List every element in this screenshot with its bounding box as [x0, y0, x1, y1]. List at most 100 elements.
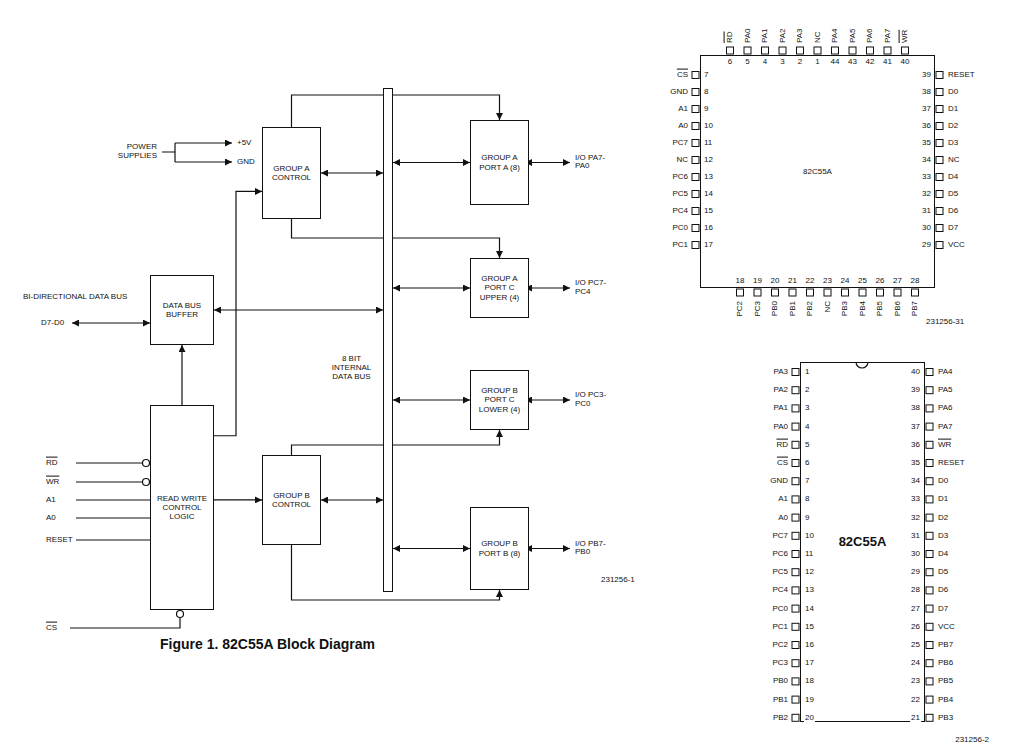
pin-number: 20	[770, 277, 781, 286]
pin-name: PB7	[911, 300, 920, 317]
pin-square	[936, 191, 943, 198]
pin-number: 23	[910, 677, 921, 686]
pin-number: 26	[910, 622, 921, 631]
pin-number: 2	[804, 386, 810, 395]
pin-number: 5	[744, 58, 750, 67]
pin-square	[926, 569, 933, 576]
pin-name: PA3	[772, 368, 789, 377]
port-block: GROUP B PORT C LOWER (4)	[470, 370, 529, 430]
pin-square	[744, 47, 751, 54]
pin-number: 21	[910, 713, 921, 722]
signal-name: WR	[45, 478, 60, 487]
pin-name: PC1	[671, 241, 689, 250]
pin-square	[727, 47, 734, 54]
pin-number: 10	[703, 122, 714, 131]
pin-name: D7	[937, 604, 949, 613]
pin-number: 25	[910, 641, 921, 650]
pin-square	[926, 514, 933, 521]
pin-name: PC3	[753, 300, 762, 318]
block-label: READ WRITE CONTROL LOGIC	[151, 494, 213, 522]
pin-number: 34	[910, 477, 921, 486]
pin-name: PB4	[858, 300, 867, 317]
pin-number: 7	[703, 71, 709, 80]
pin-number: 31	[921, 207, 932, 216]
pin-square	[779, 47, 786, 54]
pin-number: 33	[921, 173, 932, 182]
port-io-label: I/O PC7-PC4	[574, 279, 620, 297]
block-label: 8 BIT INTERNAL DATA BUS	[324, 354, 379, 382]
pin-name: PB6	[937, 659, 954, 668]
pin-name: PB3	[841, 300, 850, 317]
pin-square	[926, 623, 933, 630]
pin-name: PC3	[771, 659, 789, 668]
pin-name: PA2	[778, 27, 787, 44]
pin-square	[692, 157, 699, 164]
power-wire	[175, 161, 232, 162]
pin-name: PC0	[771, 604, 789, 613]
pin-square	[936, 174, 943, 181]
pin-square	[807, 289, 814, 296]
signal-name: RESET	[45, 536, 74, 545]
pin-name: VCC	[947, 241, 966, 250]
pin-number: 2	[797, 58, 803, 67]
bus-connector	[321, 172, 383, 173]
signal-name: A1	[45, 496, 57, 505]
pin-square	[792, 696, 799, 703]
pin-number: 27	[892, 277, 903, 286]
pin-name: PC0	[671, 224, 689, 233]
bus-connector	[292, 430, 500, 455]
pin-number: 29	[921, 241, 932, 250]
pin-name: D2	[947, 122, 959, 131]
pin-square	[926, 714, 933, 721]
power-label: POWER SUPPLIES	[106, 143, 158, 161]
pin-name: PB0	[771, 300, 780, 317]
pin-number: 44	[830, 58, 841, 67]
pin-number: 7	[804, 477, 810, 486]
pin-name: NC	[823, 300, 832, 314]
pin-name: VCC	[937, 622, 956, 631]
pin-number: 11	[804, 550, 814, 559]
pin-name: NC	[813, 30, 822, 44]
pin-name: PB2	[806, 300, 815, 317]
pin-number: 32	[910, 513, 921, 522]
pin-square	[792, 405, 799, 412]
pin-square	[936, 225, 943, 232]
port-io-label: I/O PC3-PC0	[574, 391, 620, 409]
pin-number: 15	[804, 622, 815, 631]
pin-name: PB4	[937, 695, 954, 704]
port-io-label: I/O PA7-PA0	[574, 154, 620, 172]
inverter-bubble	[143, 479, 150, 486]
pin-name: PA7	[883, 27, 892, 44]
pin-number: 30	[910, 550, 921, 559]
pin-square	[792, 532, 799, 539]
pin-square	[936, 242, 943, 249]
pin-square	[884, 47, 891, 54]
pin-number: 3	[779, 58, 785, 67]
pin-square	[792, 623, 799, 630]
pin-number: 1	[804, 368, 810, 377]
pin-name: PB2	[772, 713, 789, 722]
inverter-bubble	[143, 460, 150, 467]
block-label: GROUP B CONTROL	[263, 491, 320, 509]
pin-name: PC7	[771, 531, 789, 540]
block-label: GROUP A PORT A (8)	[471, 153, 528, 171]
pin-square	[692, 72, 699, 79]
bus-connector	[214, 191, 262, 435]
control-block: GROUP A CONTROL	[262, 127, 321, 219]
pin-number: 38	[921, 88, 932, 97]
pin-number: 14	[804, 604, 815, 613]
pin-name: D2	[937, 513, 949, 522]
pin-square	[692, 191, 699, 198]
pin-number: 6	[727, 58, 733, 67]
pin-number: 12	[703, 156, 714, 165]
pin-square	[754, 289, 761, 296]
pin-number: 17	[804, 659, 815, 668]
io-wire	[525, 162, 570, 163]
pin-number: 22	[910, 695, 921, 704]
pin-name: A1	[777, 495, 789, 504]
pin-name: PC6	[671, 173, 689, 182]
pin-square	[824, 289, 831, 296]
pin-number: 15	[703, 207, 714, 216]
input-wire	[70, 618, 180, 628]
